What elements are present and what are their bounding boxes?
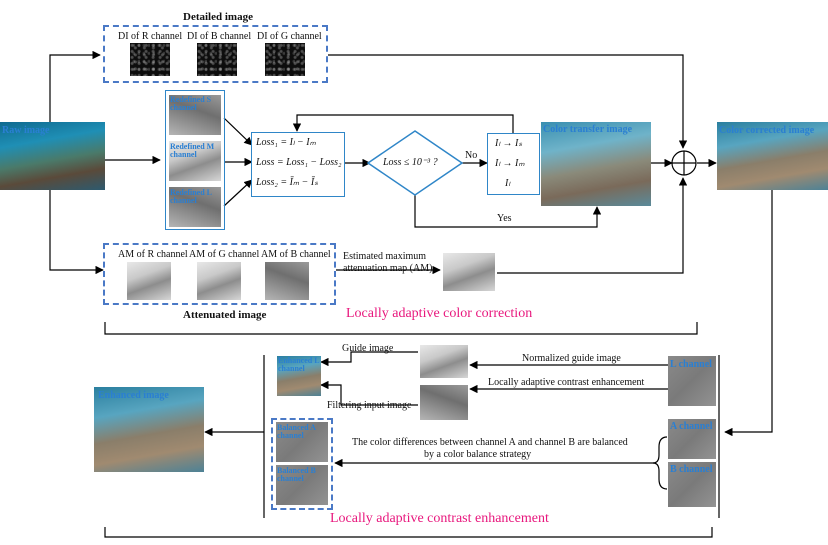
guide-image xyxy=(420,345,468,378)
arrow-guide xyxy=(320,351,418,367)
balanced-b-text: Balanced B channel xyxy=(277,466,316,483)
color-transfer-label: Color transfer image xyxy=(543,124,633,135)
enhanced-l-label: Enhanced L channel xyxy=(278,357,320,373)
filtering-label: Filtering input image xyxy=(327,400,412,411)
l-channel-image xyxy=(668,356,716,406)
redefined-s-label: Redefined S channel xyxy=(170,96,220,112)
loss-formula-box xyxy=(251,132,345,197)
am-g-image xyxy=(197,262,241,300)
dg-label: DI of G channel xyxy=(257,31,322,42)
arrow-s-to-formula xyxy=(223,117,253,146)
balanced-b-image xyxy=(276,465,328,505)
attenuation-box xyxy=(103,243,336,305)
balanced-a-text: Balanced A channel xyxy=(277,423,316,440)
am-r-image xyxy=(127,262,171,300)
decision-text: Loss ≤ 10⁻³ ? xyxy=(383,157,438,168)
transfer-box xyxy=(487,133,540,195)
loss1-formula: Loss₁ = Iₗ − Iₘ xyxy=(256,137,316,148)
arrow-raw-to-attenuation xyxy=(49,190,104,275)
arrow-l-to-formula xyxy=(223,179,253,207)
am-b-label: AM of B channel xyxy=(261,249,331,260)
detailed-box xyxy=(103,25,328,83)
l-channel-label: L channel xyxy=(670,359,712,370)
balance-line1: The color differences between channel A … xyxy=(352,437,628,448)
color-transfer-image xyxy=(541,122,651,206)
redefined-s-image xyxy=(169,95,221,135)
bracket-upper xyxy=(104,322,698,335)
am-b-image xyxy=(265,262,309,300)
redefined-l-image xyxy=(169,187,221,227)
arrow-detail-to-sum xyxy=(328,54,688,149)
db-label: DI of B channel xyxy=(187,31,252,42)
redefined-l-label: Redefined L channel xyxy=(170,189,220,205)
b-channel-label: B channel xyxy=(670,464,713,475)
transfer-line1: Iₗ → Iₛ xyxy=(495,138,523,149)
arrow-feedback-loop xyxy=(292,114,514,133)
redefined-l-text: Redefined L channel xyxy=(170,188,212,205)
enhanced-l-text: Enhanced L channel xyxy=(278,356,320,373)
bracket-lower xyxy=(104,527,713,538)
redefined-m-text: Redefined M channel xyxy=(170,142,215,159)
raw-image xyxy=(0,122,105,190)
balanced-box xyxy=(271,418,333,510)
attenuated-title: Attenuated image xyxy=(183,309,267,321)
balance-line2: by a color balance strategy xyxy=(424,449,532,460)
transfer-line2: Iₗ → Iₘ xyxy=(495,158,525,169)
am-g-label: AM of G channel xyxy=(189,249,260,260)
di-r-image xyxy=(130,43,170,76)
lace-label: Locally adaptive contrast enhancement xyxy=(488,377,645,388)
di-b-image xyxy=(197,43,237,76)
filtering-image xyxy=(420,385,468,420)
b-channel-image xyxy=(668,462,716,507)
brace-ab xyxy=(652,436,668,490)
arrow-raw-to-detail xyxy=(49,50,101,123)
am-r-label: AM of R channel xyxy=(118,249,188,260)
dr-label: DI of R channel xyxy=(118,31,183,42)
section1-title: Locally adaptive color correction xyxy=(346,306,533,321)
balanced-b-label: Balanced B channel xyxy=(277,467,327,483)
color-corrected-label: Color corrected image xyxy=(719,125,815,136)
redefined-s-text: Redefined S channel xyxy=(170,95,212,112)
balanced-a-label: Balanced A channel xyxy=(277,424,327,440)
normalized-label: Normalized guide image xyxy=(522,353,621,364)
enhanced-l-image xyxy=(277,356,321,396)
redefined-m-label: Redefined M channel xyxy=(170,143,220,159)
redefined-m-image xyxy=(169,141,221,181)
balanced-a-image xyxy=(276,422,328,462)
estimated-line1: Estimated maximum xyxy=(343,251,427,262)
arrow-atten-to-sum xyxy=(497,177,688,274)
guide-label: Guide image xyxy=(342,343,394,354)
loss2-formula: Loss₂ = Īₘ − Īₛ xyxy=(256,177,318,188)
no-label: No xyxy=(465,150,478,161)
enhanced-image-label: Enhanced image xyxy=(98,390,169,401)
a-channel-image xyxy=(668,419,716,459)
estimated-am-image xyxy=(443,253,495,291)
section2-title: Locally adaptive contrast enhancement xyxy=(330,511,549,526)
a-channel-label: A channel xyxy=(670,421,713,432)
arrow-corrected-to-lower xyxy=(724,190,773,437)
yes-label: Yes xyxy=(497,213,512,224)
arrow-filtering xyxy=(320,380,418,406)
estimated-line2: attenuation map (AM) xyxy=(343,263,433,274)
redefined-box xyxy=(165,90,225,230)
transfer-line3: Iₗ xyxy=(505,178,510,189)
detailed-title: Detailed image xyxy=(183,11,253,23)
loss-formula: Loss = Loss₁ − Loss₂ xyxy=(256,157,342,168)
arrow-decision-yes xyxy=(414,195,602,228)
color-corrected-image xyxy=(717,122,828,190)
decision-diamond xyxy=(366,130,464,196)
di-g-image xyxy=(265,43,305,76)
enhanced-image xyxy=(94,387,204,472)
raw-image-label: Raw image xyxy=(2,125,50,136)
